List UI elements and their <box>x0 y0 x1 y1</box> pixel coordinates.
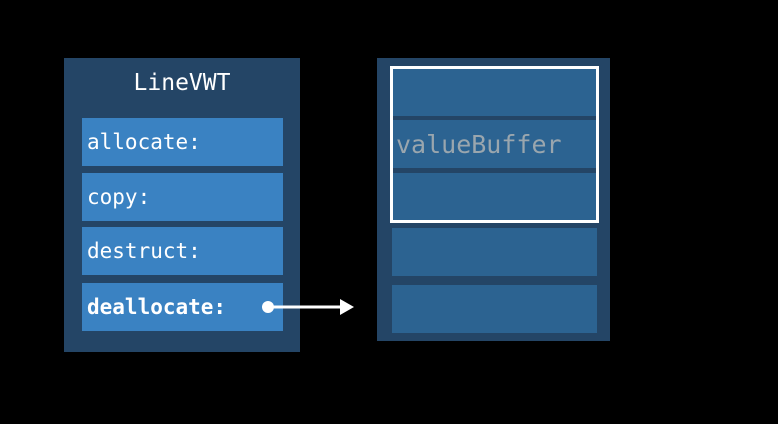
buffer-panel: valueBuffer <box>377 58 610 341</box>
buffer-cell[interactable] <box>392 68 597 116</box>
vwt-panel: LineVWT allocate: copy: destruct: deallo… <box>64 58 300 352</box>
vwt-entry-label: deallocate: <box>87 295 227 319</box>
vwt-entry-destruct[interactable]: destruct: <box>82 227 283 275</box>
buffer-cell-label: valueBuffer <box>396 129 562 159</box>
vwt-entry-copy[interactable]: copy: <box>82 173 283 221</box>
page-title: LineVWT <box>133 70 231 96</box>
vwt-entry-label: copy: <box>87 185 151 209</box>
vwt-entry-deallocate[interactable]: deallocate: <box>82 283 283 331</box>
vwt-entry-allocate[interactable]: allocate: <box>82 118 283 166</box>
vwt-entry-label: allocate: <box>87 130 201 154</box>
buffer-cell-value-buffer[interactable]: valueBuffer <box>392 120 597 168</box>
buffer-cell[interactable] <box>392 285 597 333</box>
buffer-cell[interactable] <box>392 228 597 276</box>
buffer-cell[interactable] <box>392 173 597 221</box>
arrow-right-icon <box>268 299 354 315</box>
vwt-entry-label: destruct: <box>87 239 201 263</box>
